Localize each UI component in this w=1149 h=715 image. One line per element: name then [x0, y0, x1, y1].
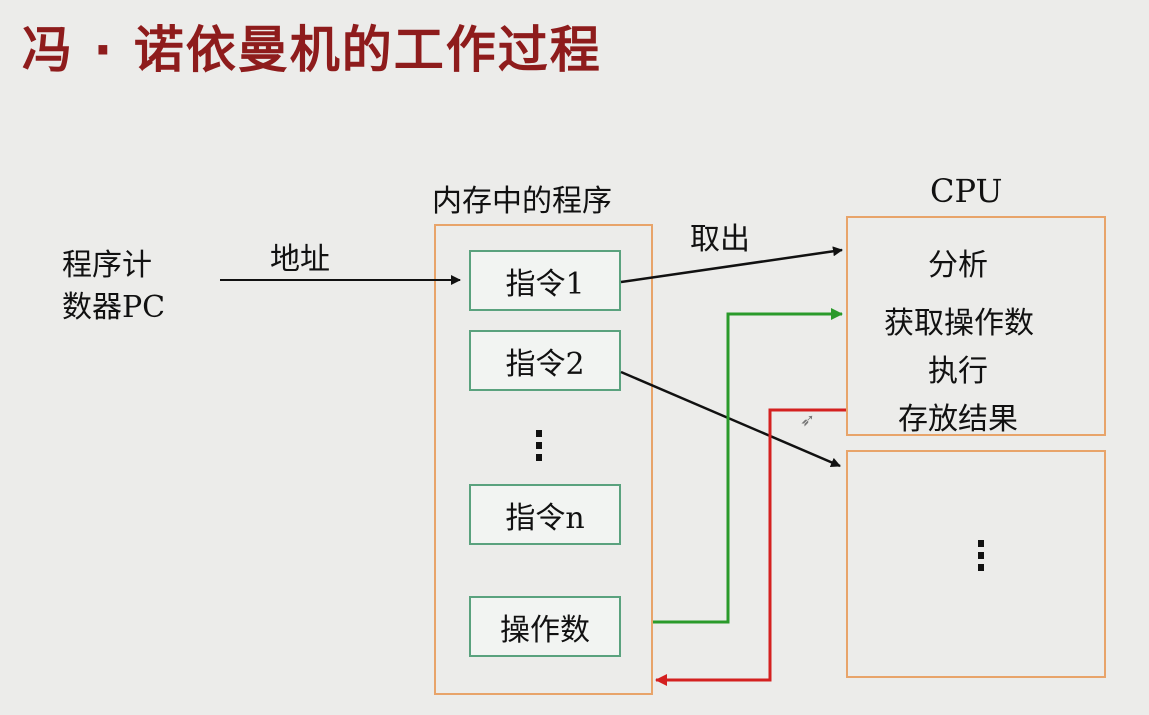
store-result-arrow [655, 408, 846, 686]
pc-label-line1: 程序计 [62, 248, 152, 283]
operand: 操作数 [469, 596, 621, 657]
memory-label: 内存中的程序 [432, 184, 612, 219]
cpu-step-analyze: 分析 [928, 248, 988, 283]
instruction-1: 指令1 [469, 250, 621, 311]
mouse-cursor-icon: ➶ [800, 410, 816, 431]
cpu-label: CPU [930, 172, 1003, 210]
operand-arrow [653, 308, 843, 624]
cpu-step-store-result: 存放结果 [898, 402, 1018, 437]
next-instruction-arrow [620, 370, 841, 468]
cpu-step-execute: 执行 [928, 354, 988, 389]
pc-label-line2: 数器PC [62, 290, 166, 325]
fetch-arrow [620, 246, 843, 284]
next-stage-ellipsis [978, 540, 984, 576]
instruction-n: 指令n [469, 484, 621, 545]
address-label: 地址 [270, 242, 330, 277]
page-title: 冯 · 诺依曼机的工作过程 [22, 21, 602, 79]
fetch-label: 取出 [690, 222, 750, 257]
instruction-2: 指令2 [469, 330, 621, 391]
cpu-step-fetch-operand: 获取操作数 [884, 306, 1034, 341]
memory-ellipsis [536, 430, 542, 466]
next-stage-box [846, 450, 1106, 678]
memory-container [434, 224, 653, 695]
cpu-box [846, 216, 1106, 436]
